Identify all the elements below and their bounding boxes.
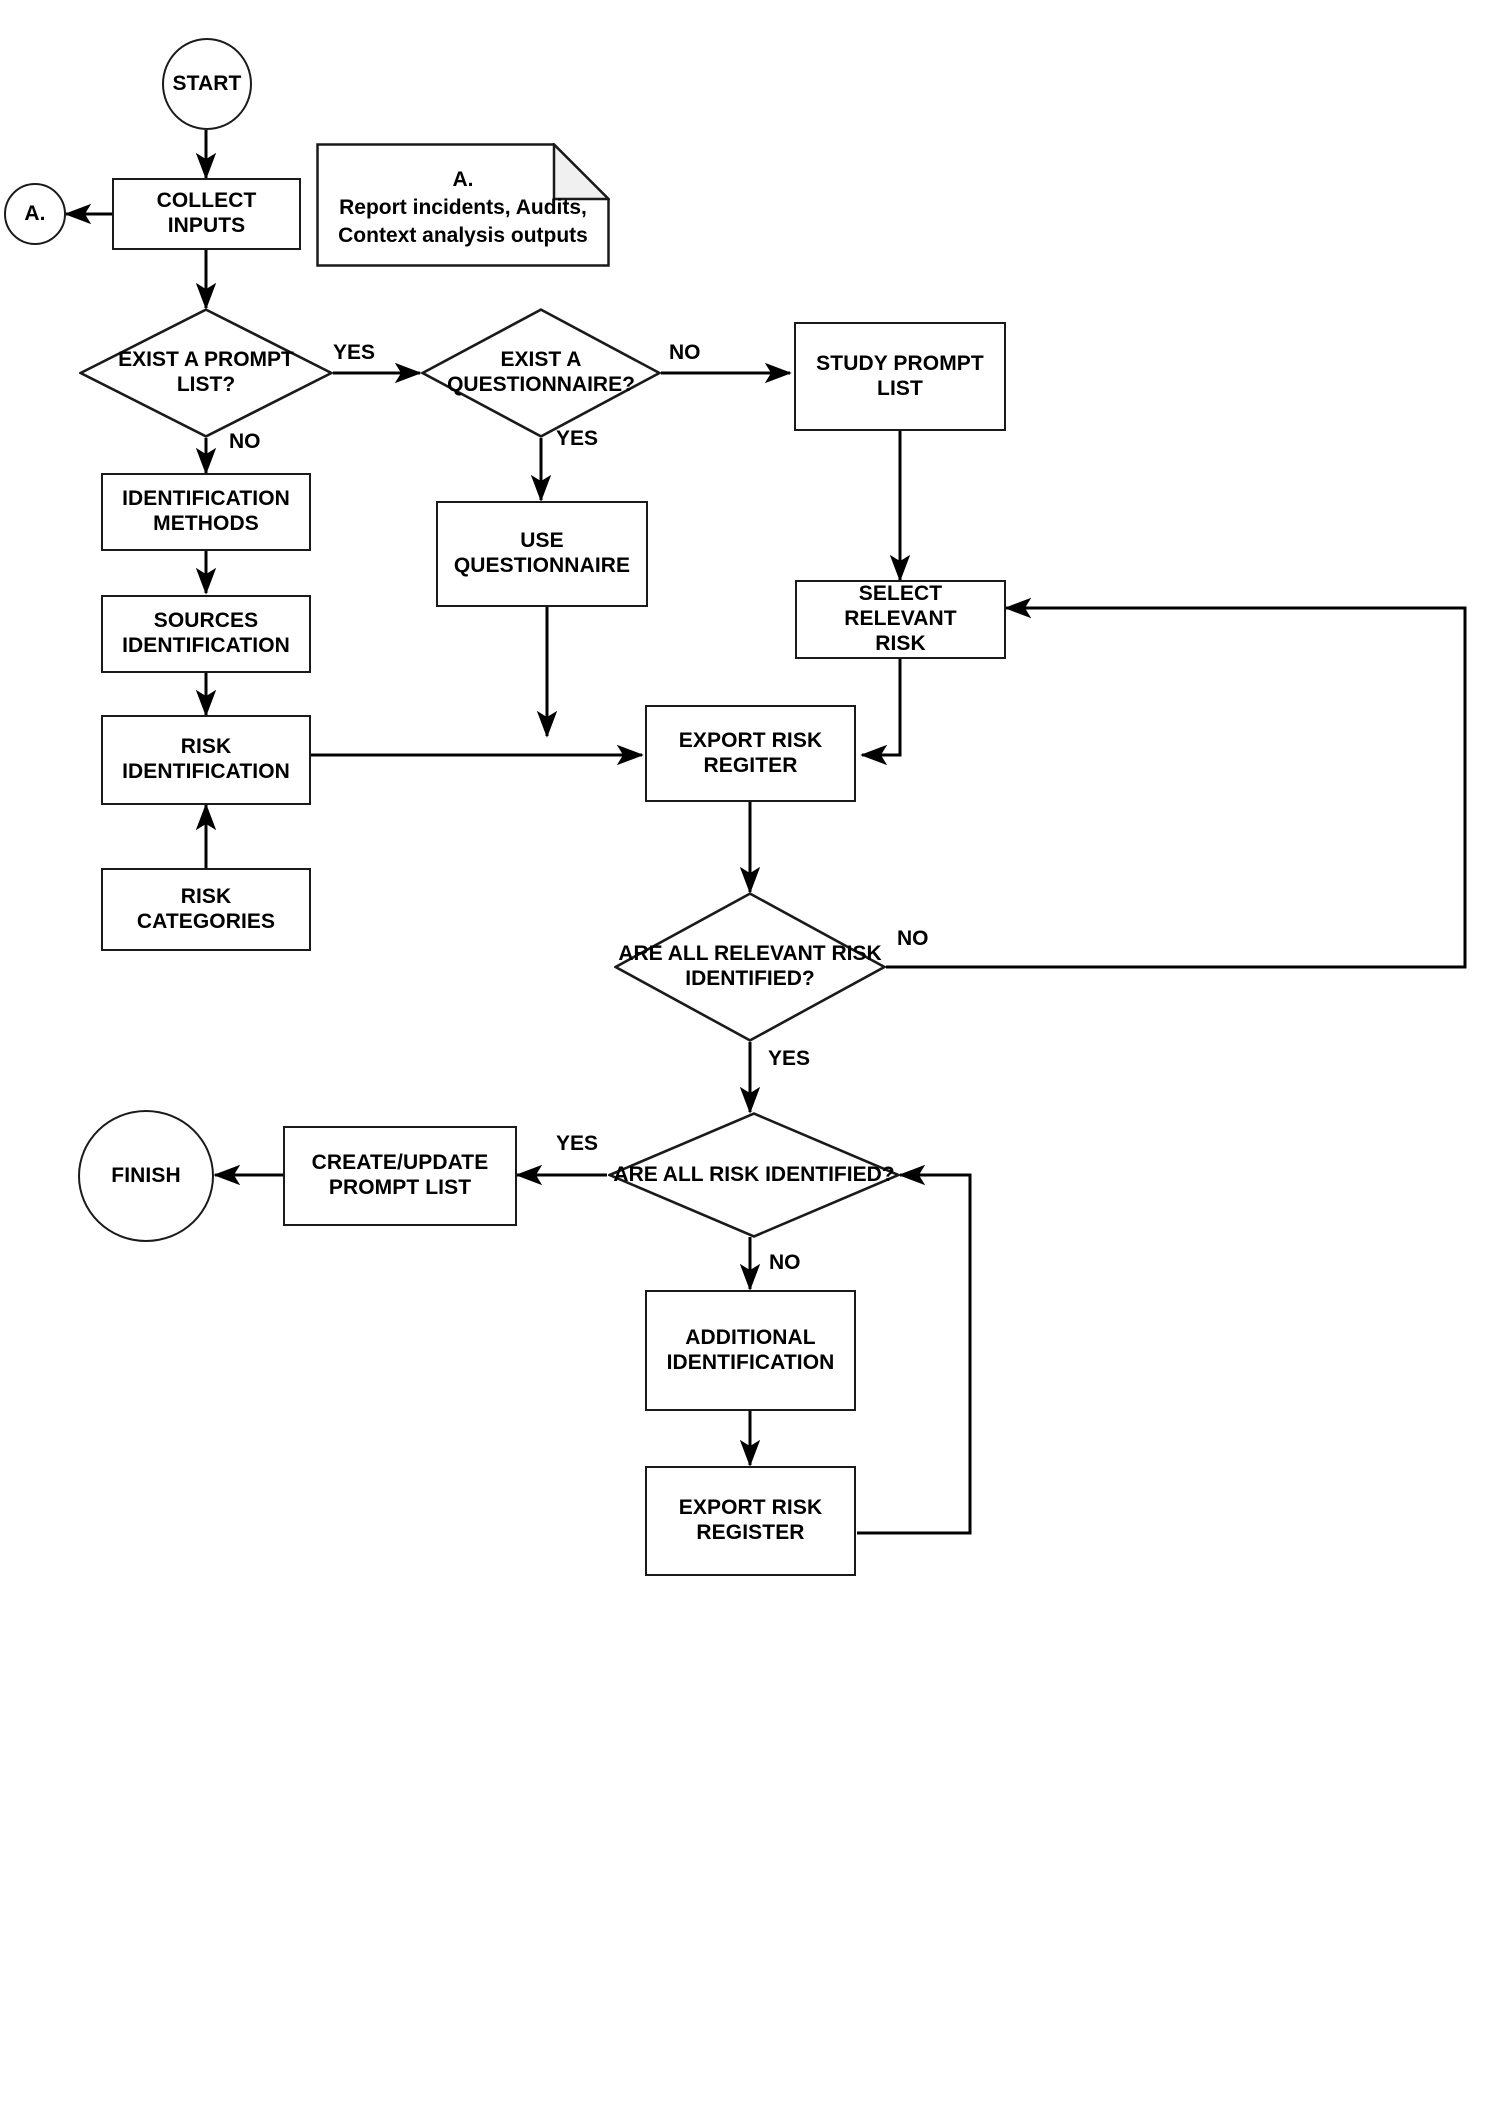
node-study-prompt-list-line1: STUDY PROMPT [816, 351, 984, 375]
node-identification-methods-text: IDENTIFICATION METHODS [122, 487, 290, 537]
node-create-update-prompt-list-text: CREATE/UPDATE PROMPT LIST [312, 1151, 489, 1201]
edge-select-relevant-to-export [860, 659, 902, 766]
node-identification-methods[interactable]: IDENTIFICATION METHODS [101, 473, 311, 551]
node-export-risk-regiter[interactable]: EXPORT RISK REGITER [645, 705, 856, 802]
node-exist-questionnaire-text: EXIST A QUESTIONNAIRE? [421, 308, 661, 438]
node-select-relevant-risk[interactable]: SELECT RELEVANT RISK [795, 580, 1006, 659]
node-sources-identification-line2: IDENTIFICATION [122, 634, 290, 657]
node-select-relevant-risk-line2: RISK [875, 631, 926, 655]
node-export-risk-register-text: EXPORT RISK REGISTER [679, 1496, 822, 1546]
node-exist-questionnaire[interactable]: EXIST A QUESTIONNAIRE? [421, 308, 661, 438]
node-create-update-prompt-list-line1: CREATE/UPDATE [311, 1151, 489, 1175]
node-note-a-line3: Context analysis outputs [338, 223, 588, 247]
node-select-relevant-risk-line1: SELECT RELEVANT [844, 582, 957, 631]
node-are-all-risk-identified-text: ARE ALL RISK IDENTIFIED? [608, 1112, 900, 1238]
node-export-risk-regiter-line1: EXPORT RISK [678, 728, 823, 752]
node-collect-inputs-line1: COLLECT [156, 189, 257, 213]
node-exist-questionnaire-line1: EXIST A [500, 348, 582, 372]
node-additional-identification-line2: IDENTIFICATION [666, 1350, 835, 1374]
node-are-all-relevant-risk-identified-line2: IDENTIFIED? [685, 967, 815, 990]
node-are-all-risk-identified[interactable]: ARE ALL RISK IDENTIFIED? [608, 1112, 900, 1238]
node-collect-inputs-line2: INPUTS [167, 214, 246, 237]
node-finish[interactable]: FINISH [78, 1110, 214, 1242]
node-finish-label: FINISH [111, 1163, 181, 1187]
node-sources-identification[interactable]: SOURCES IDENTIFICATION [101, 595, 311, 673]
node-study-prompt-list-text: STUDY PROMPT LIST [816, 352, 984, 402]
node-are-all-relevant-risk-identified[interactable]: ARE ALL RELEVANT RISK IDENTIFIED? [614, 892, 886, 1042]
node-export-risk-register-line2: REGISTER [696, 1521, 805, 1544]
node-sources-identification-line1: SOURCES [153, 609, 259, 633]
node-exist-prompt-list[interactable]: EXIST A PROMPT LIST? [79, 308, 333, 438]
edge-label-relevant-risk-yes: YES [768, 1047, 811, 1070]
node-exist-prompt-list-line1: EXIST A PROMPT [118, 348, 294, 372]
node-risk-identification-line2: IDENTIFICATION [122, 760, 290, 783]
node-note-a-text: A. Report incidents, Audits, Context ana… [316, 143, 610, 267]
node-exist-prompt-list-text: EXIST A PROMPT LIST? [79, 308, 333, 438]
node-collect-inputs[interactable]: COLLECT INPUTS [112, 178, 301, 250]
node-note-a[interactable]: A. Report incidents, Audits, Context ana… [316, 143, 610, 267]
node-additional-identification[interactable]: ADDITIONAL IDENTIFICATION [645, 1290, 856, 1411]
node-connector-a-left-label: A. [24, 201, 46, 225]
node-collect-inputs-text: COLLECT INPUTS [157, 189, 257, 239]
node-risk-categories-line1: RISK [180, 884, 232, 908]
node-risk-identification[interactable]: RISK IDENTIFICATION [101, 715, 311, 805]
node-risk-identification-line1: RISK [180, 735, 232, 759]
node-export-risk-regiter-text: EXPORT RISK REGITER [679, 729, 822, 779]
node-additional-identification-text: ADDITIONAL IDENTIFICATION [667, 1326, 835, 1376]
edge-label-questionnaire-no: NO [669, 341, 701, 364]
node-risk-categories-line2: CATEGORIES [136, 909, 276, 933]
node-export-risk-register[interactable]: EXPORT RISK REGISTER [645, 1466, 856, 1576]
edge-label-prompt-list-yes: YES [333, 341, 376, 364]
node-connector-a-left[interactable]: A. [4, 183, 66, 245]
node-study-prompt-list[interactable]: STUDY PROMPT LIST [794, 322, 1006, 431]
edge-label-all-risk-no: NO [769, 1251, 801, 1274]
node-are-all-relevant-risk-identified-line1: ARE ALL RELEVANT RISK [618, 942, 882, 966]
node-note-a-line1: A. [452, 168, 474, 192]
node-exist-questionnaire-line2: QUESTIONNAIRE? [447, 373, 635, 396]
node-start-label: START [172, 71, 242, 95]
node-export-risk-regiter-line2: REGITER [703, 753, 798, 777]
node-use-questionnaire[interactable]: USE QUESTIONNAIRE [436, 501, 648, 607]
node-risk-identification-text: RISK IDENTIFICATION [122, 735, 290, 785]
node-identification-methods-line2: METHODS [153, 512, 259, 535]
node-create-update-prompt-list[interactable]: CREATE/UPDATE PROMPT LIST [283, 1126, 517, 1226]
node-are-all-risk-identified-line1: ARE ALL RISK IDENTIFIED? [613, 1162, 895, 1186]
node-risk-categories-text: RISK CATEGORIES [137, 885, 275, 935]
node-create-update-prompt-list-line2: PROMPT LIST [328, 1176, 472, 1199]
edge-label-all-risk-yes: YES [556, 1132, 599, 1155]
node-risk-categories[interactable]: RISK CATEGORIES [101, 868, 311, 951]
node-note-a-line2: Report incidents, Audits, [339, 196, 587, 220]
node-select-relevant-risk-text: SELECT RELEVANT RISK [803, 582, 998, 656]
node-use-questionnaire-line2: QUESTIONNAIRE [453, 554, 631, 577]
node-additional-identification-line1: ADDITIONAL [685, 1325, 816, 1349]
note-shape [316, 143, 610, 267]
node-exist-prompt-list-line2: LIST? [176, 373, 236, 396]
node-export-risk-register-line1: EXPORT RISK [678, 1496, 823, 1520]
node-use-questionnaire-text: USE QUESTIONNAIRE [454, 529, 630, 579]
edge-label-prompt-list-no: NO [229, 430, 261, 453]
edge-label-relevant-risk-no: NO [897, 927, 929, 950]
node-sources-identification-text: SOURCES IDENTIFICATION [122, 609, 290, 659]
node-identification-methods-line1: IDENTIFICATION [122, 487, 290, 511]
node-start[interactable]: START [162, 38, 252, 130]
edge-label-questionnaire-yes: YES [556, 427, 599, 450]
node-are-all-relevant-risk-identified-text: ARE ALL RELEVANT RISK IDENTIFIED? [614, 892, 886, 1042]
node-study-prompt-list-line2: LIST [877, 376, 923, 400]
node-use-questionnaire-line1: USE [520, 529, 564, 553]
edge-relevant-no-loop [886, 597, 1467, 969]
